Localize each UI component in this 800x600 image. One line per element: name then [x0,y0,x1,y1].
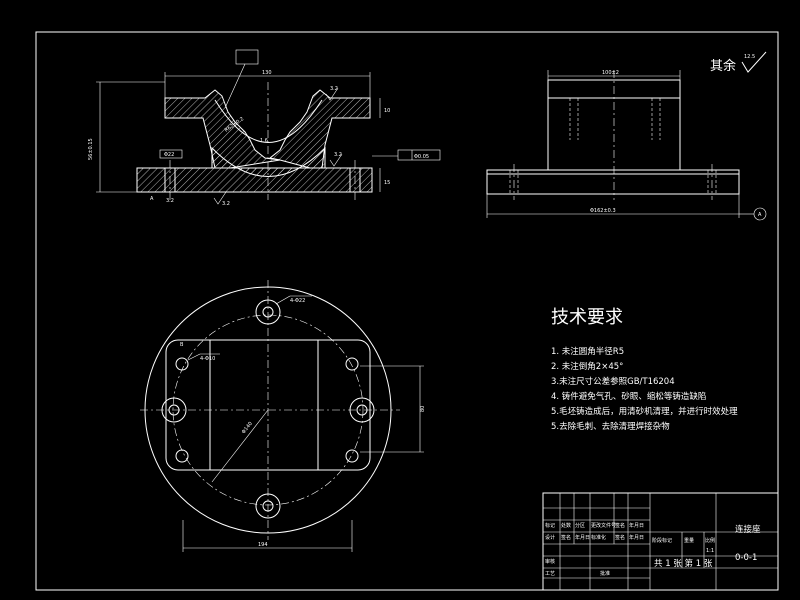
tb-label-design: 设计 [545,534,555,541]
small-hole-tr [345,357,359,371]
tb-label-process: 工艺 [545,571,555,577]
right-flange-section [268,89,371,169]
side-datum-label: A [758,212,762,218]
bolt-hole-right [349,397,375,423]
tb-label-review: 审核 [545,558,555,565]
lower-web [211,146,326,177]
dim-bolt-holes-small: 4-Φ10 [200,356,215,362]
dim-hole: Φ22 [164,152,174,158]
tb-scale-value: 1:1 [706,548,714,554]
small-hole-tl [175,357,189,371]
bolt-hole-bottom [255,493,281,519]
left-flange-section [164,89,281,169]
surface-finish-label: 其余 [710,58,736,74]
tolerance-frame [397,149,441,161]
tb-label-approve: 批准 [600,570,610,577]
tb-label-sign: 签名 [615,522,625,529]
side-datum-circle [753,207,767,221]
tech-item-6: 5.去除毛刺、去除清理焊接杂物 [551,421,670,432]
side-dim-top: 100±2 [602,70,619,76]
tb-label-count: 处数 [561,522,571,529]
tb-scale-label: 比例 [705,537,715,544]
surface-finish-symbol [741,51,767,73]
tech-item-2: 2. 未注倒角2×45° [551,361,623,372]
top-annotation-box [235,49,259,65]
front-datum-label: A [150,196,154,202]
dim-pcd: Φ140 [241,421,254,435]
top-body-rect [165,339,371,471]
tech-item-1: 1. 未注圆角半径R5 [551,346,624,357]
dim-bolt-holes-large: 4-Φ22 [290,298,305,304]
dim-width: 80 [420,406,426,412]
small-hole-bl [175,449,189,463]
side-view: 100±2 Φ162±0.3 A 其余 12.5 [486,51,767,221]
tb-label-zone: 分区 [575,522,585,529]
tb-stage-mark: 阶段标记 [652,537,672,544]
roughness-4: 3.2 [166,198,174,204]
dim-right-15: 15 [384,180,390,186]
dim-right-10: 10 [384,108,390,114]
tech-item-4: 4. 铸件避免气孔、砂眼、缩松等铸造缺陷 [551,391,706,402]
dim-top-width: 130 [262,70,272,76]
roughness-2: 3.2 [334,152,342,158]
tb-part-name: 连接座 [735,524,761,535]
bolt-hole-left [161,397,187,423]
title-block: 标记 处数 分区 更改文件号 签名 年月日 设计 签名 年月日 标准化 签名 年… [542,492,779,591]
tb-label-mark: 标记 [545,522,555,529]
tb-label-design-sign: 签名 [561,534,571,541]
roughness-5: 1.6 [260,138,268,144]
tb-weight: 重量 [684,537,694,544]
tb-label-standard-sign: 签名 [615,534,625,541]
roughness-1: 3.2 [330,86,338,92]
dim-height: 56±0.15 [88,138,94,160]
tb-label-change: 更改文件号 [591,522,616,529]
side-base [486,169,740,195]
tech-item-5: 5.毛坯铸造成后，用清砂机清理，并进行时效处理 [551,406,738,417]
front-section-view: 130 56±0.15 10 15 Φ0.05 R62±0.2 Φ22 3.2 … [88,49,441,207]
side-dim-bottom: Φ162±0.3 [590,208,616,214]
tech-title: 技术要求 [551,307,623,328]
drawing-frame [35,31,779,591]
tb-label-date: 年月日 [629,522,644,529]
tb-drawing-number: 0-0-1 [735,553,757,563]
roughness-3: 3.2 [222,201,230,207]
tb-label-design-date: 年月日 [575,534,590,541]
section-mark: B [180,342,184,348]
tech-requirements: 技术要求 1. 未注圆角半径R5 2. 未注倒角2×45° 3.未注尺寸公差参照… [551,307,738,432]
tolerance-label: Φ0.05 [414,154,429,160]
dim-diameter: 194 [258,542,268,548]
small-hole-br [345,449,359,463]
tb-sheet-info: 共 1 张 第 1 张 [654,558,713,569]
tb-label-standard: 标准化 [591,534,606,541]
bolt-hole-top [255,299,281,325]
top-view: 4-Φ22 4-Φ10 Φ140 80 194 B [140,280,426,552]
tb-label-standard-date: 年月日 [629,534,644,541]
tech-item-3: 3.未注尺寸公差参照GB/T16204 [551,376,675,387]
surface-finish-value: 12.5 [744,54,755,60]
